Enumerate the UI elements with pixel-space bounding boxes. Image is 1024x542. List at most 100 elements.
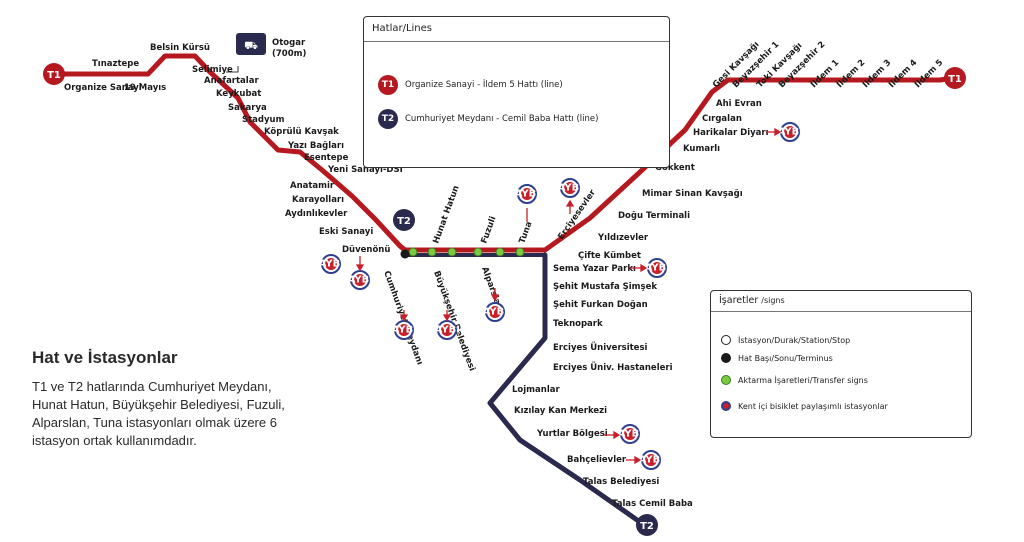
station-label: Anafartalar <box>204 76 259 86</box>
svg-text:KAYBIS: KAYBIS <box>311 259 351 270</box>
sign-station: İstasyon/Durak/Station/Stop <box>721 335 850 345</box>
t1-badge: T1 <box>378 75 398 95</box>
station-label: Doğu Terminali <box>618 211 690 221</box>
svg-text:KAYBIS: KAYBIS <box>475 307 515 318</box>
t2-badge: T2 <box>378 109 398 129</box>
svg-text:KAYBIS: KAYBIS <box>770 127 810 138</box>
transfer-dot <box>447 247 457 257</box>
svg-text:KAYBIS: KAYBIS <box>610 429 650 440</box>
station-label: Kumarlı <box>683 144 720 154</box>
lines-box: Hatlar/Lines T1 Organize Sanayi - İldem … <box>363 16 670 168</box>
arrows <box>355 127 782 465</box>
station-label: Şehit Mustafa Şimşek <box>553 282 657 292</box>
station-label: Teknopark <box>553 319 603 329</box>
svg-text:KAYBIS: KAYBIS <box>637 263 677 274</box>
station-label: Aydınlıkevler <box>285 209 348 219</box>
bus-icon <box>236 33 266 55</box>
station-label: Harikalar Diyarı <box>693 128 769 138</box>
transfer-dot <box>408 247 418 257</box>
station-label: İldem 5 <box>912 57 945 90</box>
station-icon <box>721 335 731 345</box>
station-label: Kızılay Kan Merkezi <box>514 406 607 416</box>
station-label: Şehit Furkan Doğan <box>553 300 648 310</box>
bike-share-icon: KAYBIS <box>340 270 380 290</box>
bike-share-icon: KAYBIS <box>550 178 590 198</box>
station-label: Gökkent <box>655 163 695 173</box>
bike-share-icon: KAYBIS <box>631 450 671 470</box>
terminal-t2-bottom: T2 <box>636 514 658 536</box>
terminus-icon <box>721 353 731 363</box>
station-label: Hunat Hatun <box>431 184 461 245</box>
station-label: Eski Sanayi <box>319 227 373 237</box>
t1-line-east <box>542 75 955 253</box>
station-label: Düvenönü <box>342 245 390 255</box>
t2-name: Cumhuriyet Meydanı - Cemil Baba Hattı (l… <box>405 114 599 124</box>
bike-share-icon <box>721 401 731 411</box>
station-label: Yıldızevler <box>597 233 649 243</box>
terminus-dot <box>400 249 410 259</box>
t1-name: Organize Sanayi - İldem 5 Hattı (line) <box>405 80 563 90</box>
transfer-dot <box>427 247 437 257</box>
svg-text:T2: T2 <box>397 216 411 227</box>
t1-west-labels: Organize Sanayi Tınaztepe 19 Mayıs Belsi… <box>64 43 403 255</box>
svg-text:KAYBIS: KAYBIS <box>507 189 547 200</box>
station-label: Tınaztepe <box>92 59 139 69</box>
svg-text:⛟: ⛟ <box>244 39 258 52</box>
signs-box: İşaretler /signs İstasyon/Durak/Station/… <box>710 290 972 438</box>
t2-line <box>487 252 643 525</box>
svg-text:KAYBIS: KAYBIS <box>427 325 467 336</box>
bike-share-icon: KAYBIS <box>610 424 650 444</box>
station-label: Tuna <box>517 220 534 245</box>
svg-text:KAYBIS: KAYBIS <box>384 325 424 336</box>
station-label: Belsin Kürsü <box>150 43 210 53</box>
station-label: Köprülü Kavşak <box>264 127 339 137</box>
svg-text:KAYBIS: KAYBIS <box>631 455 671 466</box>
station-label: Cırgalan <box>702 114 742 124</box>
lines-box-title: Hatlar/Lines <box>372 23 433 34</box>
line-t2-row: T2 Cumhuriyet Meydanı - Cemil Baba Hattı… <box>378 109 598 129</box>
transfer-dots <box>408 247 525 257</box>
station-label: Sema Yazar Parkı <box>553 264 636 274</box>
station-label: Mimar Sinan Kavşağı <box>642 189 743 199</box>
transfer-dot <box>515 247 525 257</box>
station-label: Büyükşehir Belediyesi <box>431 270 477 373</box>
line-t1-row: T1 Organize Sanayi - İldem 5 Hattı (line… <box>378 75 563 95</box>
signs-box-title: İşaretler /signs <box>719 295 785 306</box>
info-heading: Hat ve İstasyonlar <box>32 348 178 367</box>
station-label: Ahi Evran <box>716 99 762 109</box>
station-label: Organize Sanayi <box>64 83 142 93</box>
station-label: Keykubat <box>216 89 261 99</box>
station-label: Karayolları <box>292 195 344 205</box>
bike-share-icon: KAYBIS <box>384 320 424 340</box>
svg-text:T1: T1 <box>47 70 61 81</box>
sign-terminus: Hat Başı/Sonu/Terminus <box>721 353 833 363</box>
station-label: Fuzuli <box>479 215 498 245</box>
station-label: Talas Belediyesi <box>583 477 659 487</box>
station-label: Talas Cemil Baba <box>612 499 693 509</box>
transfer-dot <box>473 247 483 257</box>
bike-share-icon: KAYBIS <box>475 302 515 322</box>
otogar-distance: (700m) <box>272 49 306 59</box>
sign-bike: Kent içi bisiklet paylaşımlı istasyonlar <box>721 401 888 411</box>
bike-share-icon: KAYBIS <box>507 184 547 204</box>
station-label: Selimiye <box>192 65 233 75</box>
bike-share-icon: KAYBIS <box>311 254 351 274</box>
station-label: Esentepe <box>304 153 349 163</box>
station-label: Lojmanlar <box>512 385 560 395</box>
info-text: T1 ve T2 hatlarında Cumhuriyet Meydanı, … <box>32 379 285 448</box>
terminal-t1-left: T1 <box>43 63 65 85</box>
t2-labels: Sema Yazar Parkı Şehit Mustafa Şimşek Şe… <box>512 264 693 509</box>
svg-text:KAYBIS: KAYBIS <box>550 183 590 194</box>
station-label: Sakarya <box>228 103 267 113</box>
station-label: Bahçelievler <box>567 455 627 465</box>
bike-share-icon: KAYBIS <box>637 258 677 278</box>
terminal-t1-right: T1 <box>944 67 966 89</box>
station-label: Yeni Sanayi-DSİ <box>327 164 403 175</box>
station-label: Yazı Bağları <box>287 141 344 151</box>
transfer-dot <box>495 247 505 257</box>
otogar-marker: ⛟ Otogar (700m) <box>226 33 306 73</box>
station-label: 19 Mayıs <box>124 83 166 93</box>
station-label: Erciyes Üniv. Hastaneleri <box>553 362 673 373</box>
